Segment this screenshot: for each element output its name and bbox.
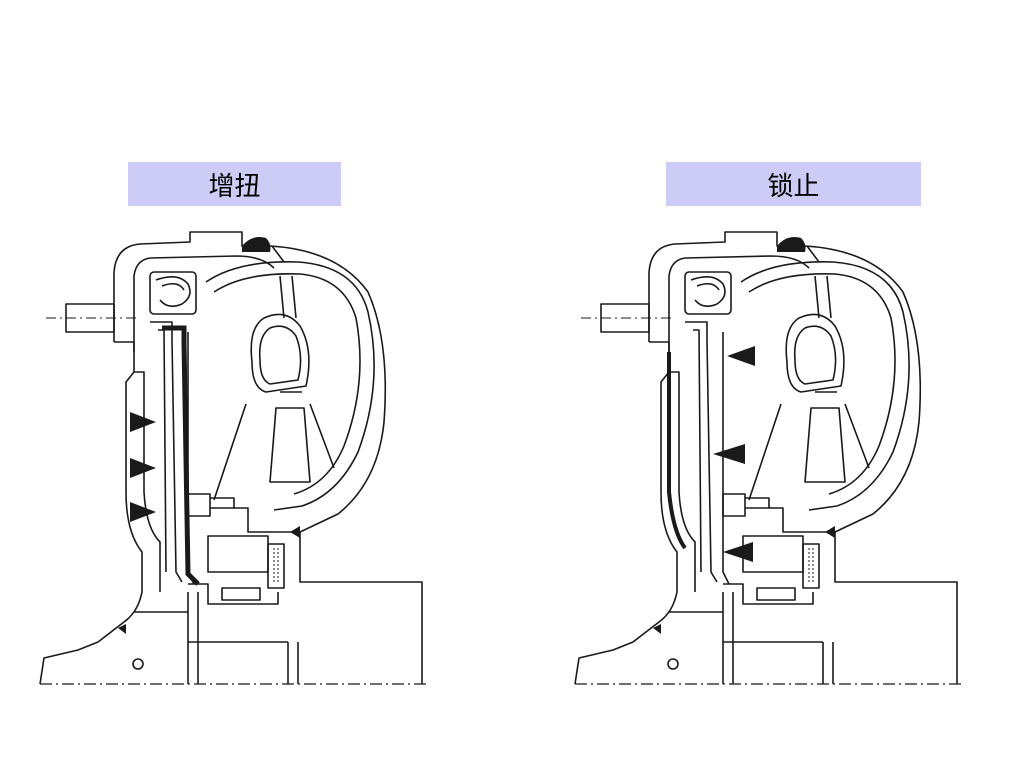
weld-top [777, 237, 806, 252]
label-text-right: 锁止 [767, 171, 820, 202]
hub-bearing [187, 493, 211, 517]
flow-arrow-1 [727, 346, 755, 366]
front-cover [113, 231, 423, 684]
turbine-shell [205, 261, 375, 511]
label-torque-multiplication: 增扭 [128, 162, 341, 206]
oil-flow-path [667, 352, 687, 550]
damper-spring [149, 271, 197, 315]
flow-arrow-2 [713, 444, 745, 464]
flow-arrow-3 [130, 502, 156, 522]
one-way-clutch [802, 543, 820, 589]
flow-arrow-1 [130, 412, 156, 432]
flow-arrow-3 [723, 542, 753, 562]
diagram-torque-multiplication [38, 231, 438, 692]
stator-hub [207, 535, 269, 573]
hub-bearing [722, 493, 746, 517]
label-lockup: 锁止 [666, 162, 921, 206]
one-way-clutch [267, 543, 285, 589]
housing-lower [39, 341, 143, 685]
diagram-lockup [573, 231, 973, 692]
damper-spring [684, 271, 732, 315]
torque-converter-section [39, 231, 430, 685]
turbine-shell [740, 261, 910, 511]
inner-core [250, 313, 310, 393]
label-text-left: 增扭 [208, 171, 261, 202]
flow-arrow-2 [130, 458, 156, 478]
front-cover [648, 231, 958, 684]
oil-port [667, 658, 679, 670]
stator-blade [804, 407, 846, 483]
lockup-piston [685, 321, 718, 583]
oil-port [132, 658, 144, 670]
torque-converter-section [574, 231, 965, 685]
housing-lower [574, 341, 678, 685]
lockup-piston [150, 321, 183, 583]
inner-core [785, 313, 845, 393]
weld-top [242, 237, 271, 252]
oil-flow-path [162, 325, 200, 586]
stator-blade [269, 407, 311, 483]
